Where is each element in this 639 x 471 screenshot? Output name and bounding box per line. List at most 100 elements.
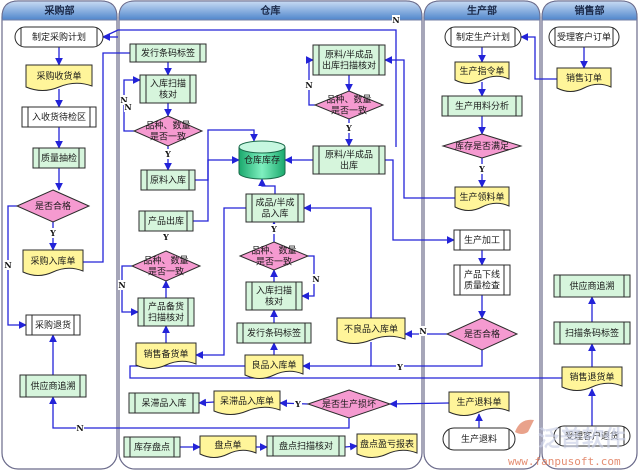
node-p-return[interactable]: 采购退货 — [25, 314, 81, 336]
node-s-scan[interactable]: 扫描条码标签 — [553, 321, 631, 345]
node-w-label1[interactable]: 发行条码标签 — [129, 43, 207, 63]
node-s-accept[interactable]: 受理客户订单 — [548, 26, 620, 48]
node-label: 品种、数量 — [251, 245, 296, 257]
node-label: 入收货待检区 — [32, 111, 86, 123]
node-w-count-doc[interactable]: 盘点单 — [199, 435, 257, 458]
watermark-url: www.fanpusoft.com — [508, 455, 621, 468]
node-label: 采购退货 — [35, 319, 71, 331]
edge-damaged-no — [49, 396, 350, 429]
node-w-count-report[interactable]: 盘点盈亏报表 — [356, 433, 418, 458]
node-w-scrap-doc[interactable]: 呆滞品入库单 — [213, 390, 281, 415]
node-p-qualified[interactable]: 是否合格 — [15, 189, 91, 223]
node-label: 扫描核对 — [148, 312, 184, 324]
node-label: 出库 — [340, 160, 358, 172]
node-label: 生产退料 — [461, 433, 497, 445]
node-w-prod-out[interactable]: 产品出库 — [138, 210, 194, 232]
node-label: 核对 — [159, 89, 177, 101]
edge-label-y: Y — [49, 228, 56, 238]
node-m-plan[interactable]: 制定生产计划 — [444, 26, 522, 48]
edge-returndoc-damaged — [389, 399, 450, 408]
lane-title-production: 生产部 — [467, 4, 497, 17]
node-w-bad-doc[interactable]: 不良品入库单 — [336, 317, 406, 344]
node-w-count[interactable]: 库存盘点 — [123, 436, 181, 458]
node-w-stock[interactable]: 仓库库存 — [238, 140, 286, 180]
node-label: 是否一致 — [148, 266, 184, 278]
node-w-sales-prep[interactable]: 销售备货单 — [135, 342, 197, 369]
node-label: 供应商追溯 — [30, 380, 75, 392]
node-m-analysis[interactable]: 生产用料分析 — [441, 95, 523, 117]
edge-label-y: Y — [345, 123, 352, 133]
edge-label-y: Y — [270, 224, 277, 234]
edge-rawout-process — [385, 159, 455, 244]
node-label: 库存是否满足 — [455, 140, 509, 152]
node-label: 是否一致 — [256, 256, 292, 268]
node-s-return[interactable]: 受理客户退货 — [553, 425, 631, 447]
node-label: 产品下线 — [464, 269, 500, 281]
node-m-order[interactable]: 生产指令单 — [454, 61, 510, 84]
node-m-process[interactable]: 生产加工 — [453, 229, 511, 251]
node-w-scrap-in[interactable]: 呆滞品入库 — [128, 392, 200, 414]
edge-label-n: N — [4, 260, 11, 270]
edge-order-mplan — [520, 33, 557, 80]
node-w-label2[interactable]: 发行条码标签 — [236, 322, 312, 344]
node-label: 生产退料单 — [456, 396, 501, 408]
edge-rawin-stock — [195, 129, 258, 181]
node-label: 原料/半成品 — [325, 49, 373, 61]
node-m-pick[interactable]: 生产领料单 — [454, 186, 510, 211]
node-m-enough[interactable]: 库存是否满足 — [441, 133, 523, 159]
lane-title-warehouse: 仓库 — [260, 4, 281, 17]
node-p-inbound-doc[interactable]: 采购入库单 — [22, 249, 84, 276]
node-label: 是否合格 — [464, 328, 500, 340]
node-p-plan[interactable]: 制定采购计划 — [14, 26, 104, 48]
node-m-qualified[interactable]: 是否合格 — [445, 317, 519, 351]
edge-label-n: N — [120, 95, 127, 105]
node-label: 制定生产计划 — [456, 31, 510, 43]
lane-sales: 销售部 — [541, 0, 638, 470]
edge-n-top — [102, 29, 397, 147]
edge-finin-stock — [258, 178, 276, 194]
node-label: 品种、数量 — [143, 255, 188, 267]
node-s-order[interactable]: 销售订单 — [556, 67, 612, 92]
node-w-good-doc[interactable]: 良品入库单 — [244, 354, 304, 379]
lane-title-purchase: 采购部 — [44, 4, 75, 17]
edge-salesreturn-to-warehouse — [129, 365, 562, 379]
node-m-return[interactable]: 生产退料 — [442, 427, 516, 451]
node-label: 质量检查 — [464, 280, 500, 292]
node-p-pending[interactable]: 入收货待检区 — [21, 106, 97, 128]
edge-label-n: N — [392, 15, 399, 25]
node-p-trace[interactable]: 供应商追溯 — [19, 374, 87, 398]
edge-baddoc-up — [303, 204, 372, 318]
node-s-trace[interactable]: 供应商追溯 — [553, 274, 631, 298]
node-label: 质量抽检 — [41, 152, 77, 164]
node-label: 良品入库单 — [251, 359, 296, 371]
node-label: 盘点单 — [214, 439, 241, 451]
node-p-receipt[interactable]: 采购收货单 — [25, 64, 93, 91]
node-label: 制定采购计划 — [32, 31, 86, 43]
node-w-count-scan[interactable]: 盘点扫描核对 — [266, 435, 346, 457]
node-p-qc[interactable]: 质量抽检 — [32, 147, 86, 169]
node-s-return-doc[interactable]: 销售退货单 — [561, 366, 623, 391]
node-label: 核对 — [265, 296, 283, 308]
node-label: 供应商追溯 — [569, 280, 614, 292]
node-label: 盘点扫描核对 — [279, 440, 333, 452]
node-label: 产品备货 — [148, 301, 184, 313]
lane-header-sales — [541, 0, 638, 21]
lane-header-production — [423, 0, 541, 21]
node-w-raw-in[interactable]: 原料入库 — [140, 169, 196, 191]
node-w-damaged[interactable]: 是否生产损坏 — [306, 389, 392, 419]
edge-label-n: N — [419, 326, 426, 336]
node-m-return-doc[interactable]: 生产退料单 — [448, 391, 510, 416]
